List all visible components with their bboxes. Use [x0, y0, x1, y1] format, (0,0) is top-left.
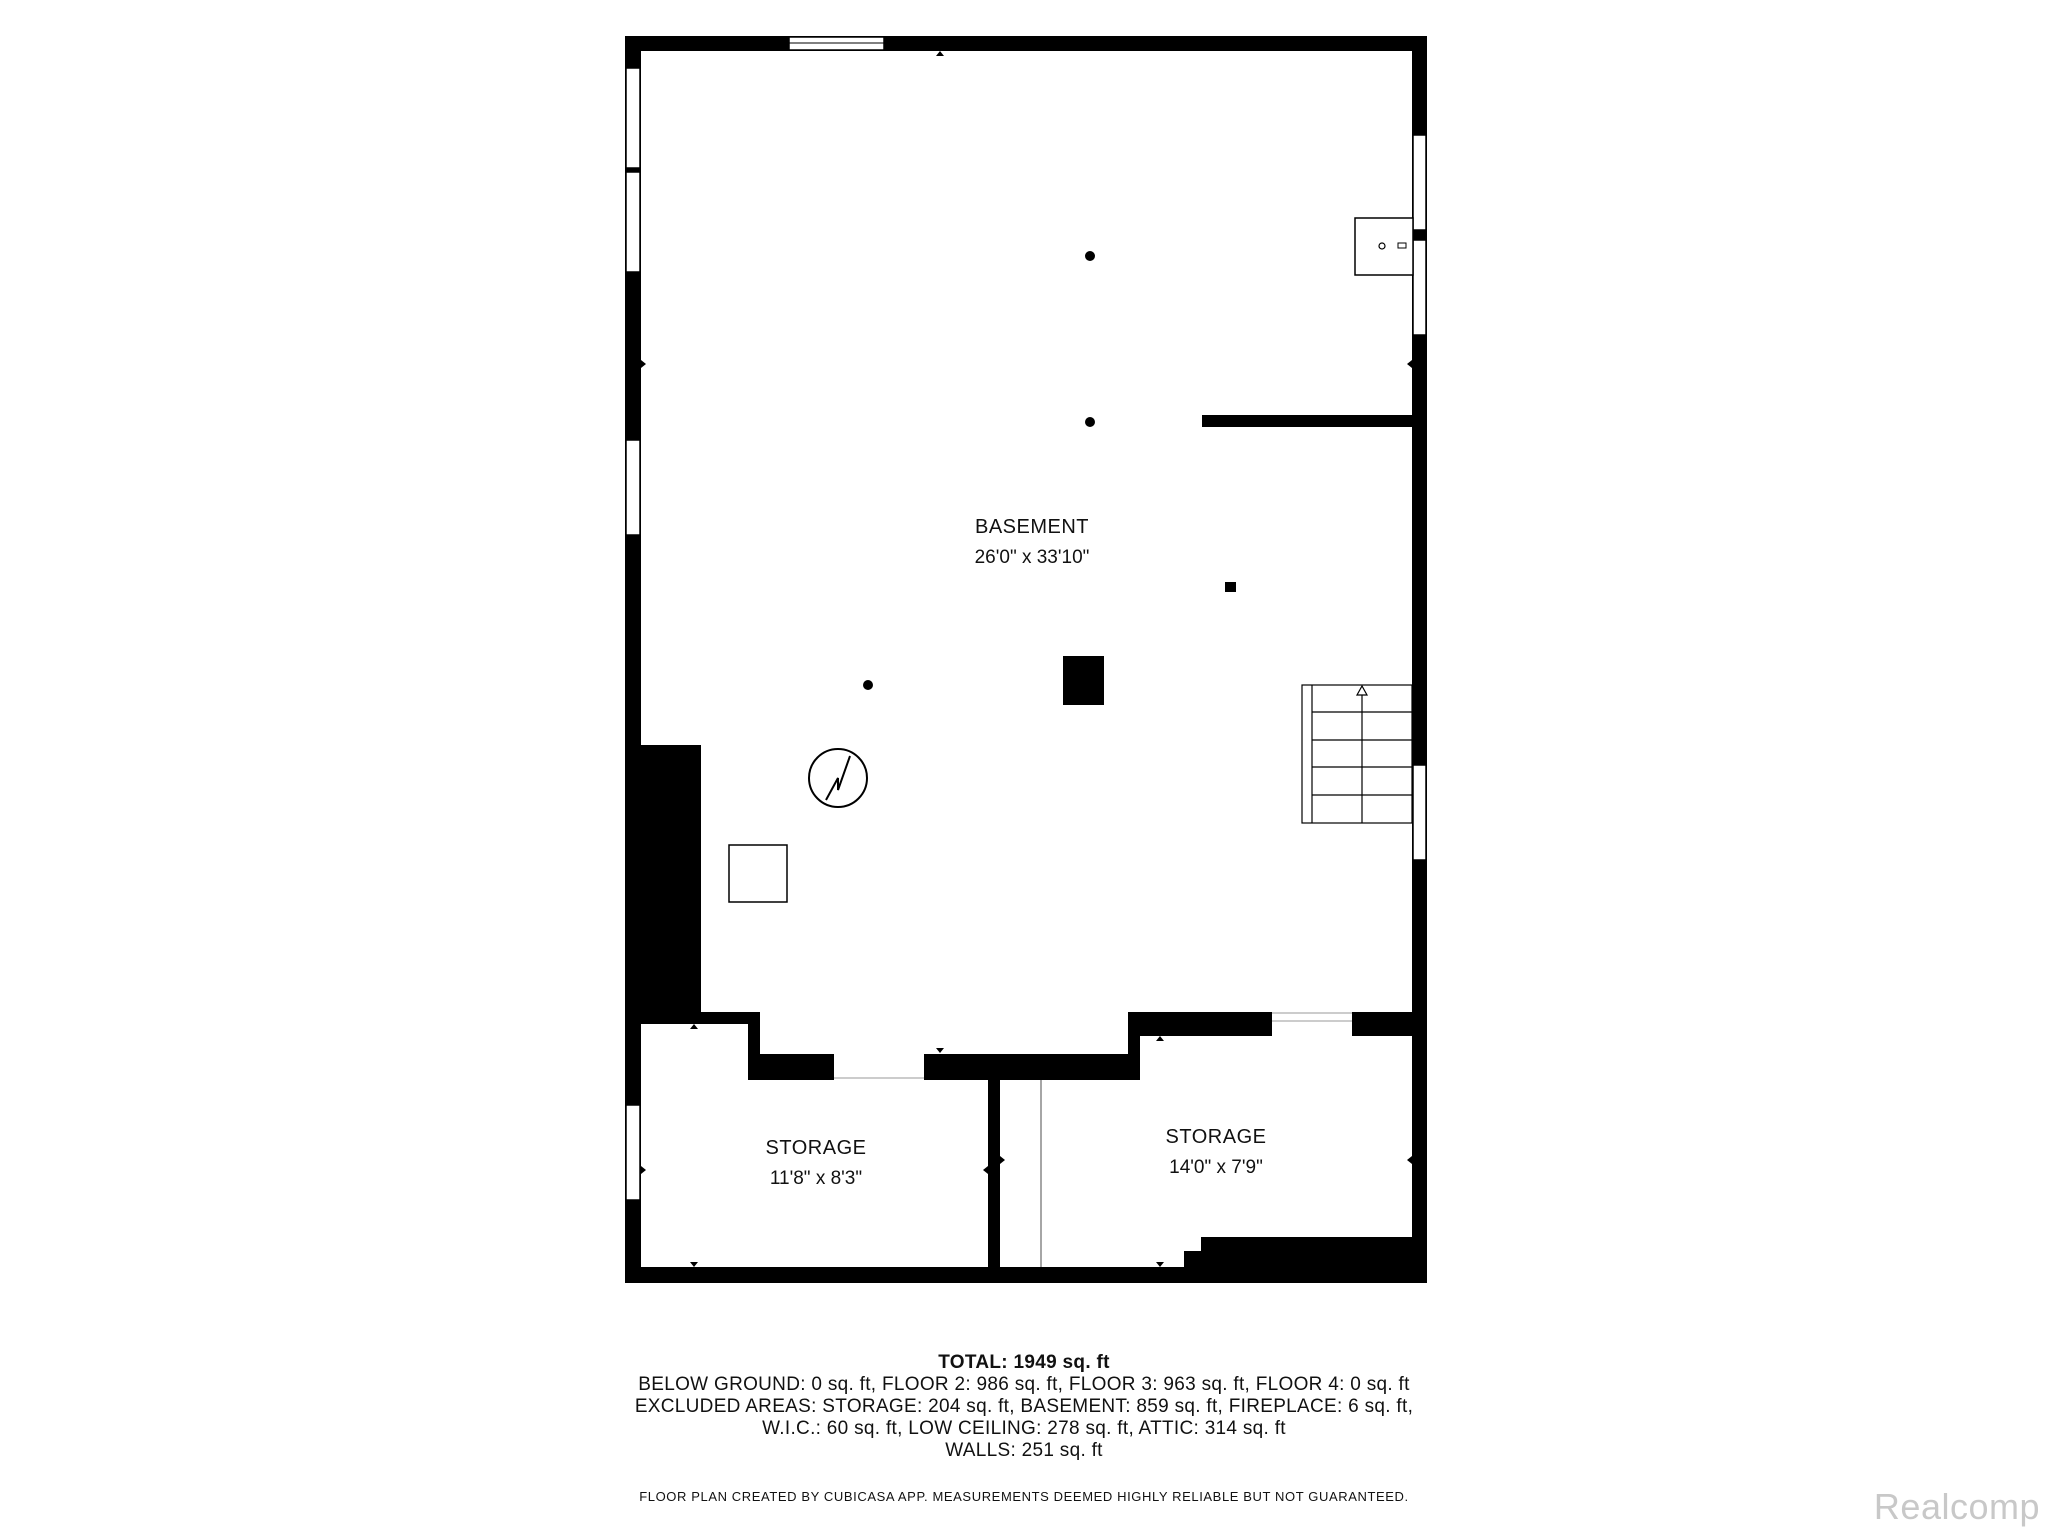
wall-upper-right-partition [1202, 415, 1412, 427]
wall-storage2-top-b [1352, 1012, 1412, 1036]
support-post-1 [1085, 251, 1095, 261]
window-left-1 [625, 67, 641, 169]
low-ceiling-block [1201, 1237, 1412, 1267]
room-dimensions: 11'8" x 8'3" [769, 1168, 863, 1189]
wall-top [625, 36, 1427, 51]
chimney-column [1063, 656, 1104, 705]
door-openings [834, 1012, 1352, 1267]
wall-storage1-top-b [748, 1054, 834, 1080]
window-left-2 [625, 171, 641, 273]
total-area: TOTAL: 1949 sq. ft [938, 1352, 1110, 1373]
wall-right [1412, 36, 1427, 1283]
room-label-storage-1: STORAGE 11'8" x 8'3" [716, 1137, 916, 1190]
dimension-ticks [641, 51, 1412, 1267]
utility-sink-icon [1354, 217, 1414, 276]
summary-line: EXCLUDED AREAS: STORAGE: 204 sq. ft, BAS… [634, 1396, 1414, 1417]
watermark-logo: Realcomp [1873, 1486, 2040, 1527]
water-heater-icon [808, 748, 868, 808]
support-post-3 [863, 680, 873, 690]
fixtures [728, 217, 1414, 903]
interior-walls [641, 415, 1412, 1274]
support-post-2 [1085, 417, 1095, 427]
window-right-2 [1412, 239, 1427, 336]
summary-line: WALLS: 251 sq. ft [945, 1440, 1103, 1461]
window-right-3 [1412, 764, 1427, 861]
room-dimensions: 26'0" x 33'10" [974, 547, 1090, 568]
area-summary: TOTAL: 1949 sq. ft BELOW GROUND: 0 sq. f… [524, 1352, 1524, 1462]
door-storage2 [1272, 1013, 1352, 1021]
wall-storage1-top-a [641, 1012, 758, 1024]
low-ceiling-step [1184, 1251, 1204, 1267]
room-name: STORAGE [1165, 1126, 1267, 1148]
chimney-block [641, 745, 701, 1023]
staircase [1301, 684, 1413, 824]
room-label-storage-2: STORAGE 14'0" x 7'9" [1116, 1126, 1316, 1179]
wall-storage2-top-a [1128, 1012, 1272, 1036]
room-dimensions: 14'0" x 7'9" [1169, 1157, 1263, 1178]
wall-bottom [625, 1267, 1427, 1283]
summary-line: BELOW GROUND: 0 sq. ft, FLOOR 2: 986 sq.… [638, 1374, 1410, 1395]
square-post [1225, 582, 1236, 592]
room-label-basement: BASEMENT 26'0" x 33'10" [932, 516, 1132, 569]
wall-storage-divider [988, 1064, 1000, 1274]
window-left-4 [625, 1104, 641, 1201]
furnace-icon [728, 844, 788, 903]
room-name: STORAGE [765, 1137, 867, 1159]
window-right-1 [1412, 134, 1427, 231]
wall-left [625, 36, 641, 1283]
disclaimer: FLOOR PLAN CREATED BY CUBICASA APP. MEAS… [639, 1489, 1409, 1504]
window-left-3 [625, 439, 641, 536]
windows [625, 36, 1427, 1201]
room-name: BASEMENT [974, 516, 1090, 538]
wall-between-top [924, 1054, 1139, 1080]
summary-line: W.I.C.: 60 sq. ft, LOW CEILING: 278 sq. … [762, 1418, 1286, 1439]
outer-walls [625, 36, 1427, 1283]
door-storage1 [834, 1055, 924, 1079]
